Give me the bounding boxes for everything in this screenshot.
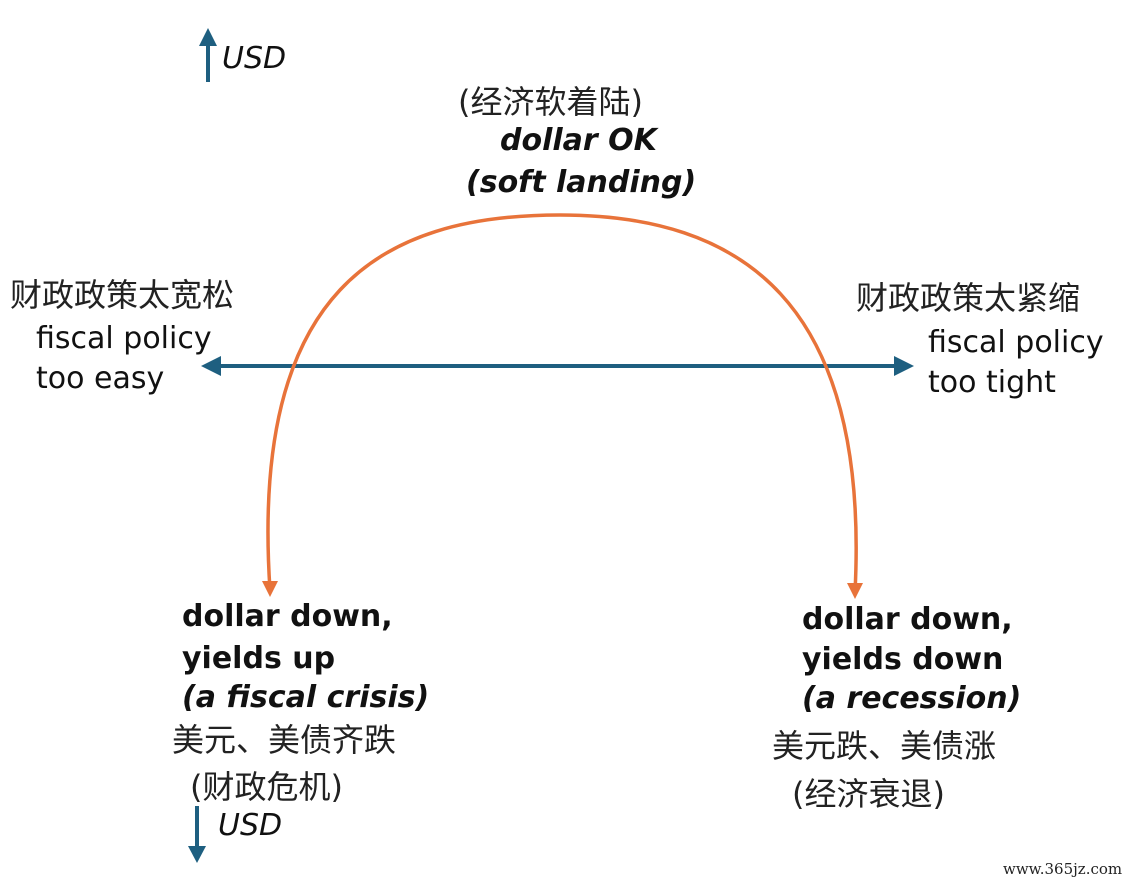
recession-line2: yields down	[802, 642, 1004, 677]
soft-landing-label: (soft landing)	[466, 165, 697, 200]
arrow-up-icon	[199, 28, 217, 82]
fiscal-crisis-label: (a fiscal crisis)	[182, 680, 430, 715]
fiscal-crisis-cn1: 美元、美债齐跌	[172, 721, 397, 759]
usd-up-label: USD	[222, 41, 287, 76]
fiscal-tight-line1: fiscal policy	[928, 325, 1104, 360]
fiscal-tight-cn: 财政政策太紧缩	[856, 279, 1081, 317]
fiscal-crisis-line1: dollar down,	[182, 599, 393, 634]
outcome-arc	[266, 213, 858, 593]
fiscal-crisis-line2: yields up	[182, 641, 336, 676]
soft-landing-cn: (经济软着陆)	[458, 83, 643, 121]
fiscal-tight-line2: too tight	[928, 365, 1056, 400]
recession-label: (a recession)	[802, 681, 1022, 716]
arrow-down-icon	[188, 806, 206, 863]
usd-down-label: USD	[218, 808, 283, 843]
recession-line1: dollar down,	[802, 602, 1013, 637]
fiscal-easy-line2: too easy	[36, 361, 165, 396]
arc-arrowhead-left	[262, 581, 278, 597]
recession-cn2: (经济衰退)	[792, 775, 945, 813]
watermark-text: www.365jz.com	[1003, 860, 1123, 878]
fiscal-crisis-cn2: (财政危机)	[190, 768, 343, 806]
fiscal-easy-cn: 财政政策太宽松	[10, 276, 235, 314]
recession-cn1: 美元跌、美债涨	[772, 727, 997, 765]
dollar-ok-label: dollar OK	[500, 123, 657, 158]
arc-arrowhead-right	[847, 583, 863, 599]
fiscal-easy-line1: fiscal policy	[36, 321, 212, 356]
